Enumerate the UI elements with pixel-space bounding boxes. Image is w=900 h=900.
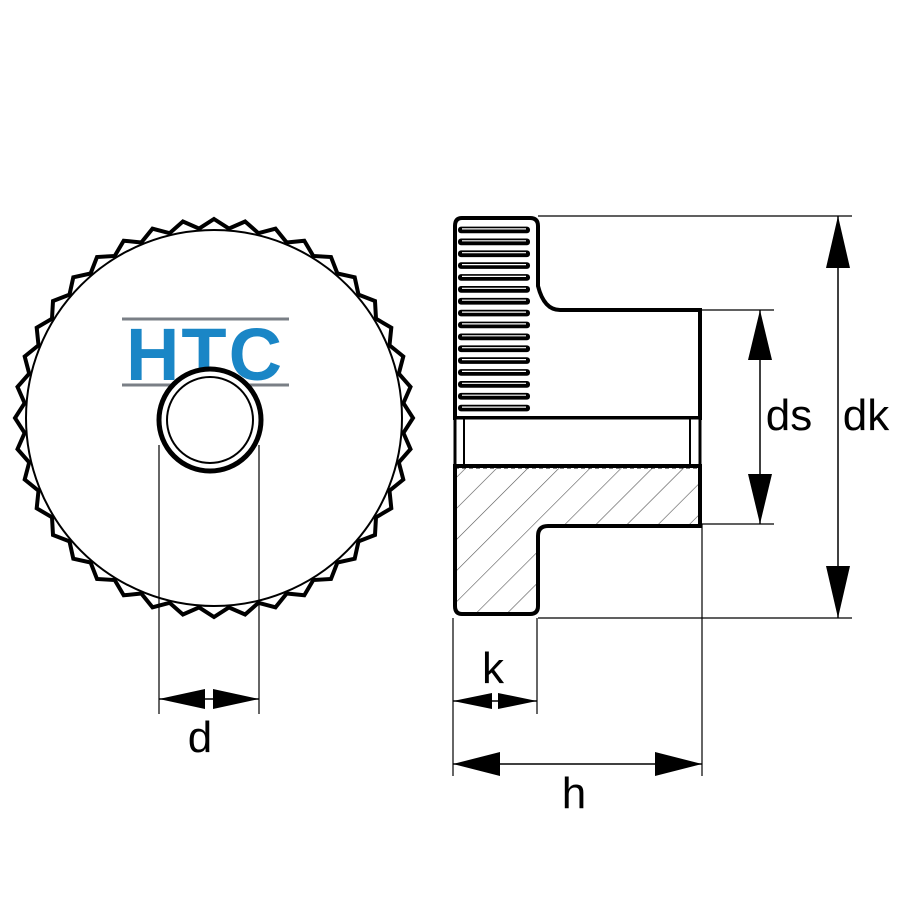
ds-arrow-top — [748, 310, 772, 360]
section-outline — [453, 464, 702, 616]
knurl-ridge — [458, 274, 530, 281]
knurl-ridge — [458, 250, 530, 258]
k-arrow-right — [498, 693, 537, 709]
side-view: dk ds k h — [452, 215, 890, 818]
h-label: h — [562, 769, 586, 818]
thread-band — [453, 416, 702, 468]
dk-label: dk — [843, 391, 890, 440]
k-label: k — [482, 644, 505, 693]
ds-label: ds — [766, 391, 812, 440]
bore-hole-outer — [156, 366, 264, 474]
dk-arrow-top — [826, 216, 850, 268]
knurled-head — [453, 216, 702, 420]
bore-hole-inner — [166, 376, 254, 464]
knurl-ridge — [458, 321, 530, 329]
dk-arrow-bottom — [826, 566, 850, 618]
h-arrow-right — [655, 752, 702, 776]
knurl-ridge — [458, 381, 530, 388]
knurl-ridge — [458, 309, 530, 317]
knurl-ridge — [458, 286, 530, 293]
knurl-ridge — [458, 404, 530, 412]
front-view: HTC d — [12, 216, 416, 762]
knurl-ridge — [458, 226, 530, 234]
knurl-inner-ring — [25, 229, 403, 607]
ds-arrow-bottom — [748, 474, 772, 524]
knurl-ridge — [458, 238, 530, 246]
knurl-ridge — [458, 333, 530, 341]
k-arrow-left — [453, 693, 492, 709]
d-arrow-left — [159, 689, 205, 709]
knurl-ridge — [458, 262, 530, 269]
d-label: d — [188, 713, 212, 762]
hatched-section — [455, 466, 700, 612]
knurl-ridge — [458, 392, 530, 400]
knurl-ridges — [458, 226, 530, 412]
knurl-ridge — [458, 345, 530, 353]
knurl-ridge — [458, 357, 530, 364]
h-arrow-left — [453, 752, 500, 776]
d-arrow-right — [213, 689, 259, 709]
knurl-ridge — [458, 297, 530, 305]
knurl-ridge — [458, 369, 530, 376]
